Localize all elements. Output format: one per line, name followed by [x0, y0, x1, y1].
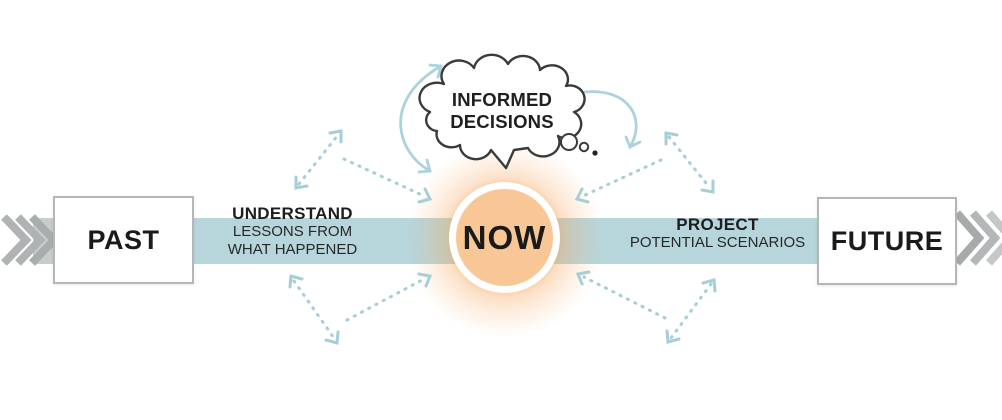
- dotted-arrow-past-to-now-upper: [342, 157, 433, 204]
- dotted-arrow-lower-left: [288, 274, 340, 345]
- past-box: PAST: [53, 196, 194, 284]
- dotted-arrow-lower-right: [665, 278, 717, 344]
- now-label: NOW: [462, 218, 547, 256]
- understand-heading: UNDERSTAND: [232, 204, 353, 223]
- future-box: FUTURE: [817, 197, 957, 285]
- project-heading: PROJECT: [676, 215, 759, 234]
- arrow-informed-decisions-to-now-right: [583, 90, 642, 149]
- informed-decisions-line1: INFORMED: [451, 89, 553, 110]
- understand-line2: WHAT HAPPENED: [227, 241, 358, 258]
- dotted-arrow-past-to-now-lower: [345, 272, 433, 322]
- past-label: PAST: [87, 224, 160, 255]
- project-segment-label: PROJECT POTENTIAL SCENARIOS: [620, 215, 815, 252]
- dotted-arrow-upper-right: [664, 131, 715, 194]
- informed-decisions-label: INFORMED DECISIONS: [428, 89, 576, 132]
- chevrons-right-icon: [1, 214, 60, 266]
- dotted-arrow-future-to-now-lower: [575, 270, 667, 320]
- arrow-now-informed-decisions-left: [399, 63, 443, 174]
- project-line1: POTENTIAL SCENARIOS: [629, 234, 806, 251]
- dotted-arrow-future-to-now-upper: [574, 158, 663, 204]
- understand-segment-label: UNDERSTAND LESSONS FROM WHAT HAPPENED: [210, 204, 375, 259]
- now-circle-fill: NOW: [456, 189, 553, 286]
- dotted-arrow-upper-left: [294, 129, 343, 190]
- thought-bubble-icon: [418, 53, 598, 170]
- now-circle: NOW: [449, 182, 560, 293]
- future-label: FUTURE: [830, 225, 944, 256]
- informed-decisions-line2: DECISIONS: [450, 110, 554, 132]
- understand-line1: LESSONS FROM: [232, 223, 353, 240]
- chevrons-right-icon: [953, 210, 1002, 266]
